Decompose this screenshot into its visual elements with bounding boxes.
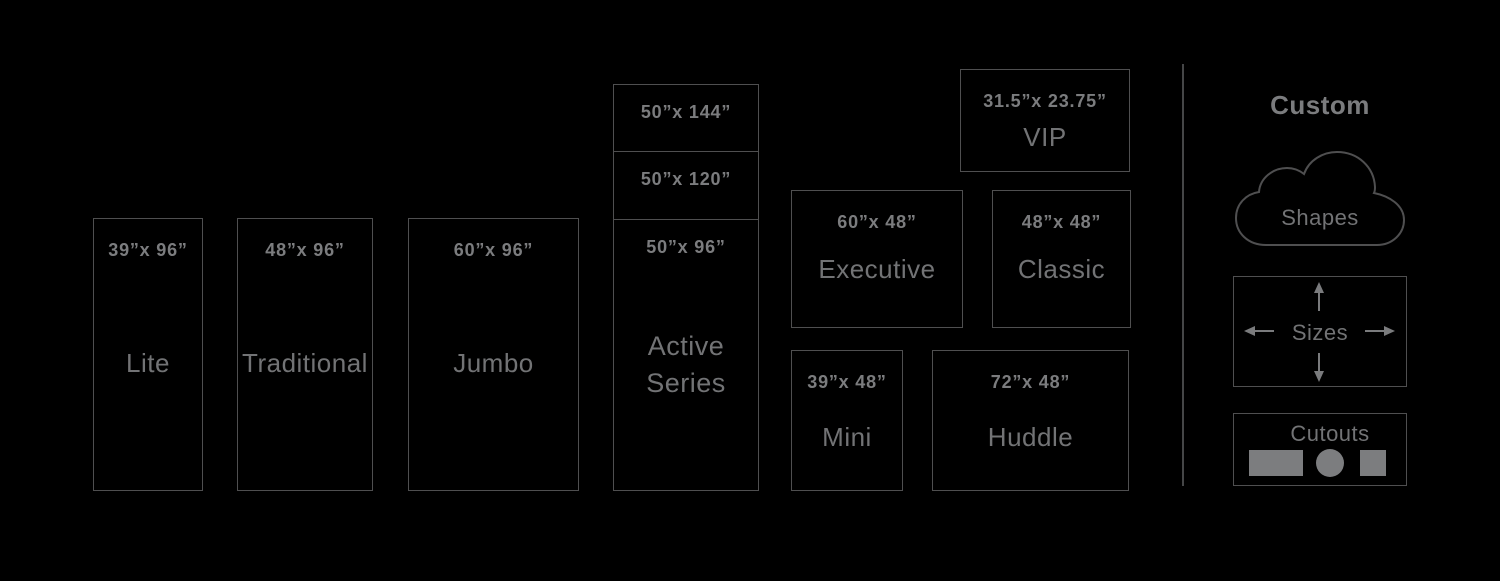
product-box-classic: 48”x 48” Classic (992, 190, 1131, 328)
section-divider (1182, 64, 1184, 486)
product-name: Traditional (242, 348, 368, 378)
custom-section-title: Custom (1270, 90, 1370, 120)
product-box-active-series: 50”x 144” 50”x 120” 50”x 96” Active Seri… (613, 84, 759, 491)
dimension-label: 48”x 48” (1021, 212, 1102, 232)
product-box-mini: 39”x 48” Mini (791, 350, 903, 491)
dimension-label: 60”x 48” (837, 212, 917, 232)
product-name: Huddle (987, 422, 1074, 452)
cutout-square-icon (1360, 450, 1386, 476)
cutout-rectangle-icon (1249, 450, 1303, 476)
custom-shapes-option: Shapes (1233, 150, 1407, 250)
cutout-circle-icon (1316, 449, 1344, 477)
product-box-jumbo: 60”x 96” Jumbo (408, 218, 579, 491)
sizes-label: Sizes (1291, 320, 1349, 345)
product-name: Lite (126, 348, 170, 378)
dimension-label: 39”x 48” (807, 372, 887, 392)
product-box-lite: 39”x 96” Lite (93, 218, 203, 491)
cloud-icon (1234, 150, 1406, 246)
active-series-size-144: 50”x 144” (614, 85, 758, 152)
dimension-label: 72”x 48” (990, 372, 1071, 392)
resize-arrows-icon (1244, 282, 1395, 382)
product-name: Classic (1017, 254, 1106, 284)
product-name: Mini (822, 422, 872, 452)
active-series-size-120: 50”x 120” (614, 152, 758, 220)
dimension-label: 60”x 96” (453, 240, 534, 260)
product-name: Jumbo (453, 348, 534, 378)
product-name: VIP (1023, 122, 1067, 152)
custom-cutouts-option: Cutouts (1233, 413, 1407, 486)
custom-sizes-option: Sizes (1233, 276, 1407, 387)
dimension-label: 31.5”x 23.75” (983, 91, 1107, 111)
product-name-line1: Active (647, 331, 725, 361)
dimension-label: 48”x 96” (265, 240, 345, 260)
product-name: Executive (818, 254, 936, 284)
cutouts-label: Cutouts (1290, 421, 1370, 446)
dimension-label: 50”x 120” (640, 169, 732, 189)
product-box-vip: 31.5”x 23.75” VIP (960, 69, 1130, 172)
shapes-label: Shapes (1281, 205, 1359, 230)
product-box-executive: 60”x 48” Executive (791, 190, 963, 328)
dimension-label: 50”x 144” (640, 102, 732, 122)
product-box-huddle: 72”x 48” Huddle (932, 350, 1129, 491)
product-name: Active Series (614, 328, 758, 402)
product-box-traditional: 48”x 96” Traditional (237, 218, 373, 491)
dimension-label: 39”x 96” (108, 240, 188, 260)
product-name-line2: Series (646, 368, 726, 398)
active-series-size-96: 50”x 96” (614, 220, 758, 489)
dimension-label: 50”x 96” (646, 237, 726, 257)
